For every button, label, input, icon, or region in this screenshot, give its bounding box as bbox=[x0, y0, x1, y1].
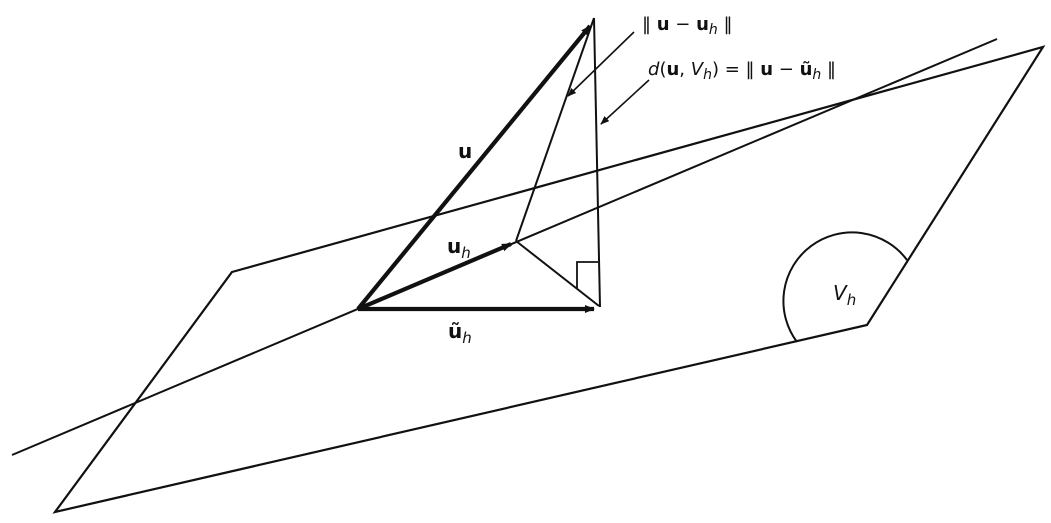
pointer-norm-error bbox=[567, 31, 635, 97]
pointer-distance bbox=[600, 79, 650, 125]
label-u: u bbox=[458, 139, 472, 163]
vector-uh bbox=[357, 242, 512, 311]
error-vector-u-minus-uh bbox=[515, 17, 595, 242]
label-norm-error: ‖ u − uh ‖ bbox=[642, 14, 733, 38]
label-uh: uh bbox=[447, 234, 471, 262]
plane-vh bbox=[52, 45, 1046, 514]
right-angle-marker bbox=[576, 261, 598, 288]
label-u-tilde-h: ũh bbox=[448, 319, 472, 347]
vector-u bbox=[356, 24, 592, 311]
plane-angle-arc bbox=[782, 231, 908, 343]
label-plane-vh: Vh bbox=[833, 281, 856, 309]
perpendicular-to-plane bbox=[593, 17, 601, 308]
label-distance: d(u, Vh) = ‖ u − ũh ‖ bbox=[648, 59, 836, 83]
uh-to-foot-line bbox=[515, 240, 600, 307]
